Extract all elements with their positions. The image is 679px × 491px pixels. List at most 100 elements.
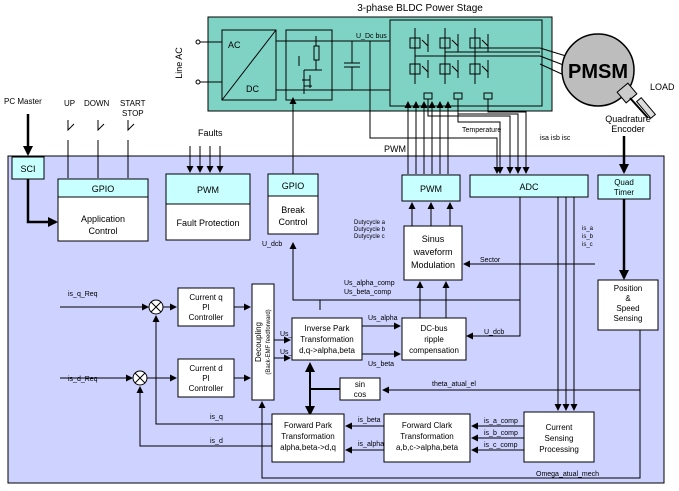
- cq-label-2: PI: [202, 303, 210, 312]
- inv-park-label-3: d,q->alpha,beta: [299, 346, 355, 355]
- sinus-modulation-block: [403, 225, 463, 281]
- u-dcbus-label: U_Dc bus: [356, 33, 387, 40]
- fc-label-3: a,b,c->alpha,beta: [396, 443, 459, 452]
- cd-label-3: Controller: [189, 384, 224, 393]
- pwm-block: [401, 174, 461, 202]
- us-beta-label: Us_beta: [368, 361, 394, 368]
- dutycycle-b-label: Dutycycle b: [354, 227, 386, 233]
- cs-label-3: Processing: [539, 445, 579, 454]
- sector-label: Sector: [480, 257, 501, 264]
- decoupling-label: Decoupling: [254, 322, 263, 362]
- app-control-label-1: Application: [81, 214, 125, 224]
- is-alpha-label: is_alpha: [358, 441, 384, 448]
- dc-bus-ripple-block: [401, 317, 467, 361]
- line-ac-label: Line AC: [174, 47, 184, 79]
- adc-label: ADC: [519, 182, 539, 192]
- pwm-block-label: PWM: [420, 184, 442, 194]
- sci-label: SCI: [20, 164, 35, 174]
- pos-label-3: Speed: [616, 304, 639, 313]
- cos-label: cos: [354, 390, 366, 399]
- sinus-label-1: Sinus: [422, 234, 445, 244]
- inverse-park-block: [291, 317, 363, 361]
- pwm-fault-label: PWM: [197, 185, 219, 195]
- stop-label: STOP: [122, 109, 144, 118]
- break-control-label-2: Control: [278, 217, 307, 227]
- sin-label: sin: [355, 380, 365, 389]
- sinus-label-2: waveform: [412, 247, 452, 257]
- load-block: [635, 96, 657, 120]
- us-d-label: Us_d: [280, 349, 296, 356]
- currents-label: isa isb isc: [540, 135, 571, 142]
- pwm-signal-label: PWM: [384, 144, 406, 154]
- faults-label: Faults: [198, 128, 223, 138]
- dcr-label-1: DC-bus: [420, 324, 447, 333]
- start-label: START: [120, 99, 146, 108]
- pos-label-2: &: [625, 294, 631, 303]
- fp-label-2: Transformation: [281, 432, 335, 441]
- adc-block: [469, 174, 589, 198]
- cd-label-2: PI: [202, 374, 210, 383]
- us-alpha-label: Us_alpha: [368, 315, 398, 322]
- pmsm-motor: [561, 33, 635, 107]
- fc-label-2: Transformation: [400, 432, 454, 441]
- u-dcb-label-2: U_dcb: [484, 329, 504, 336]
- quad-timer-label-2: Timer: [614, 188, 634, 197]
- is-a-comp-label: is_a_comp: [484, 418, 518, 425]
- inv-park-label-2: Transformation: [300, 335, 354, 344]
- cq-label-3: Controller: [189, 313, 224, 322]
- inv-park-label-1: Inverse Park: [305, 324, 351, 333]
- us-q-label: Us_q: [280, 331, 296, 338]
- break-control-label-1: Break: [281, 205, 305, 215]
- cs-label-2: Sensing: [545, 434, 574, 443]
- is-c-label: is_c: [582, 242, 593, 248]
- dutycycle-c-label: Dutycycle c: [354, 234, 385, 240]
- forward-clark-block: [383, 413, 471, 463]
- fault-protection-label: Fault Protection: [176, 218, 239, 228]
- up-label: UP: [64, 99, 75, 108]
- pc-master-label: PC Master: [4, 97, 42, 106]
- inverter-switches: [409, 28, 540, 100]
- rectifier-dc-label: DC: [246, 84, 259, 94]
- brake-chopper: [285, 29, 333, 101]
- is-c-comp-label: is_c_comp: [484, 442, 518, 449]
- pos-label-4: Sensing: [614, 314, 643, 323]
- inverter-bridge: [389, 19, 543, 107]
- is-b-label: is_b: [582, 234, 594, 240]
- position-speed-sensing-block: [597, 279, 659, 331]
- temperature-label: Temperature: [462, 127, 501, 134]
- quad-timer-block: [597, 174, 651, 200]
- down-label: DOWN: [84, 99, 110, 108]
- dcr-label-2: ripple: [424, 335, 444, 344]
- theta-label: theta_atual_el: [432, 381, 476, 388]
- forward-park-block: [271, 413, 345, 463]
- us-beta-comp-label: Us_beta_comp: [344, 289, 391, 296]
- gpio-label: GPIO: [92, 184, 115, 194]
- is-d-label: is_d: [210, 438, 223, 445]
- fc-label-1: Forward Clark: [402, 421, 453, 430]
- encoder-label-2: Encoder: [611, 124, 645, 134]
- input-switches: [67, 120, 135, 178]
- back-emf-label: (Back-EMF feedforward): [266, 309, 272, 374]
- is-b-comp-label: is_b_comp: [484, 430, 518, 437]
- dcr-label-3: compensation: [409, 346, 459, 355]
- current-sensing-processing-block: [523, 411, 595, 463]
- sinus-label-3: Modulation: [411, 260, 455, 270]
- is-d-req-label: is_d_Req: [68, 376, 98, 383]
- power-stage-title: 3-phase BLDC Power Stage: [357, 3, 483, 14]
- cq-label-1: Current q: [189, 293, 222, 302]
- is-beta-label: is_beta: [358, 417, 381, 424]
- u-dcb-label: U_dcb: [262, 241, 282, 248]
- encoder-label-1: Quadrature: [605, 114, 651, 124]
- is-q-label: is_q: [210, 414, 223, 421]
- is-q-req-label: is_q_Req: [68, 291, 98, 298]
- us-alpha-comp-label: Us_alpha_comp: [344, 280, 395, 287]
- app-control-label-2: Control: [88, 226, 117, 236]
- quad-timer-label-1: Quad: [614, 178, 634, 187]
- decoupling-block: [251, 283, 275, 401]
- is-a-label: is_a: [582, 226, 594, 232]
- cs-label-1: Current: [546, 423, 573, 432]
- pos-label-1: Position: [614, 284, 642, 293]
- fp-label-1: Forward Park: [284, 421, 333, 430]
- gpio-break-label: GPIO: [282, 181, 305, 191]
